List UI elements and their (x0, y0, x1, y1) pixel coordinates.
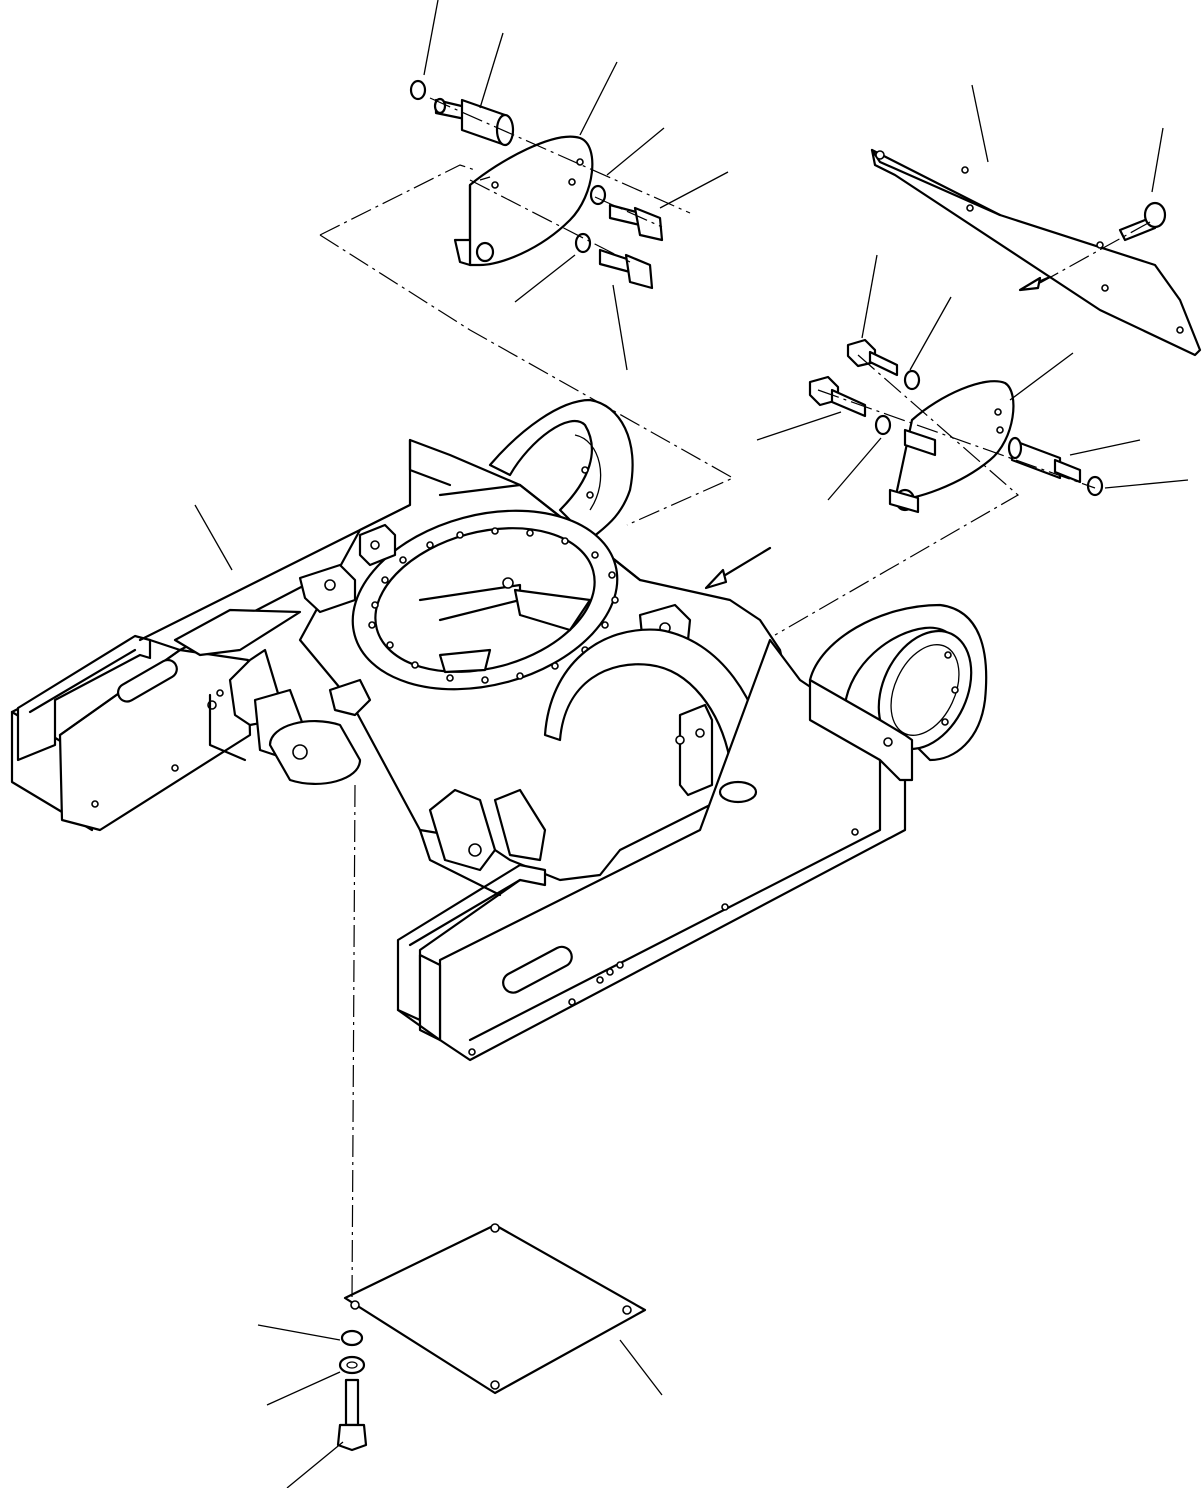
right-idler-cover (888, 380, 1015, 514)
left-cover-hardware (409, 79, 664, 290)
callout-leaders (194, 0, 1189, 1488)
bottom-plate-hardware (336, 1329, 368, 1452)
track-guard-plate (870, 148, 1202, 357)
left-idler-cover (453, 135, 594, 267)
ring-bolt-holes (368, 527, 619, 684)
undercarriage-frame (10, 398, 988, 1062)
arrow-marks (704, 275, 1052, 590)
assembly-center-lines (319, 97, 1151, 1301)
right-cover-hardware (808, 338, 1104, 497)
bottom-cover-plate (343, 1223, 647, 1395)
